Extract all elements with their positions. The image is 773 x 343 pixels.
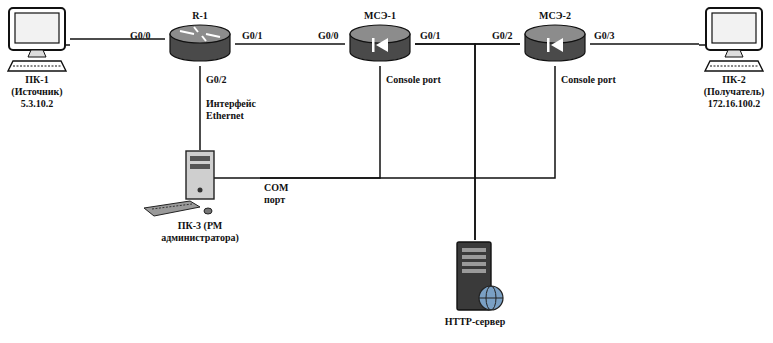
device-label: ПК-1 (Источник) xyxy=(5,74,69,98)
port-label: G0/2 xyxy=(206,74,227,86)
interface-label: Интерфейс Ethernet xyxy=(206,98,268,122)
network-link xyxy=(415,44,475,240)
port-label: G0/2 xyxy=(492,30,513,42)
interface-label: Console port xyxy=(561,74,616,86)
network-link xyxy=(260,66,380,178)
interface-label: COM порт xyxy=(264,182,294,206)
port-label: G0/1 xyxy=(420,30,441,42)
server-icon xyxy=(435,240,515,316)
network-link xyxy=(70,38,165,40)
device-node: ПК-1 (Источник)5.3.10.2 xyxy=(4,4,70,110)
device-node: МСЭ-1 xyxy=(345,10,415,66)
device-label: ПК-2 (Получатель) xyxy=(699,74,769,98)
port-label: G0/0 xyxy=(318,30,339,42)
device-label: HTTP-сервер xyxy=(445,316,506,328)
device-label: R-1 xyxy=(192,10,208,22)
device-label: МСЭ-1 xyxy=(364,10,396,22)
network-link xyxy=(260,66,555,178)
firewall-icon xyxy=(520,22,590,66)
network-link xyxy=(475,44,520,240)
device-node: HTTP-сервер xyxy=(435,240,515,328)
firewall-icon xyxy=(345,22,415,66)
workstation-icon xyxy=(140,150,260,220)
network-link xyxy=(590,43,699,45)
monitor-icon xyxy=(699,4,769,74)
port-label: G0/0 xyxy=(130,30,151,42)
device-node: МСЭ-2 xyxy=(520,10,590,66)
network-link xyxy=(199,66,201,150)
device-node: R-1 xyxy=(165,10,235,66)
device-label: 5.3.10.2 xyxy=(21,98,54,110)
device-node: ПК-3 (РМ администратора) xyxy=(140,150,260,244)
port-label: G0/3 xyxy=(594,30,615,42)
network-link xyxy=(235,43,345,45)
device-label: ПК-3 (РМ администратора) xyxy=(144,220,256,244)
device-label: МСЭ-2 xyxy=(539,10,571,22)
device-label: 172.16.100.2 xyxy=(708,98,761,110)
device-node: ПК-2 (Получатель)172.16.100.2 xyxy=(699,4,769,110)
monitor-icon xyxy=(4,4,70,74)
port-label: G0/1 xyxy=(242,30,263,42)
router-icon xyxy=(165,22,235,66)
interface-label: Console port xyxy=(386,74,441,86)
